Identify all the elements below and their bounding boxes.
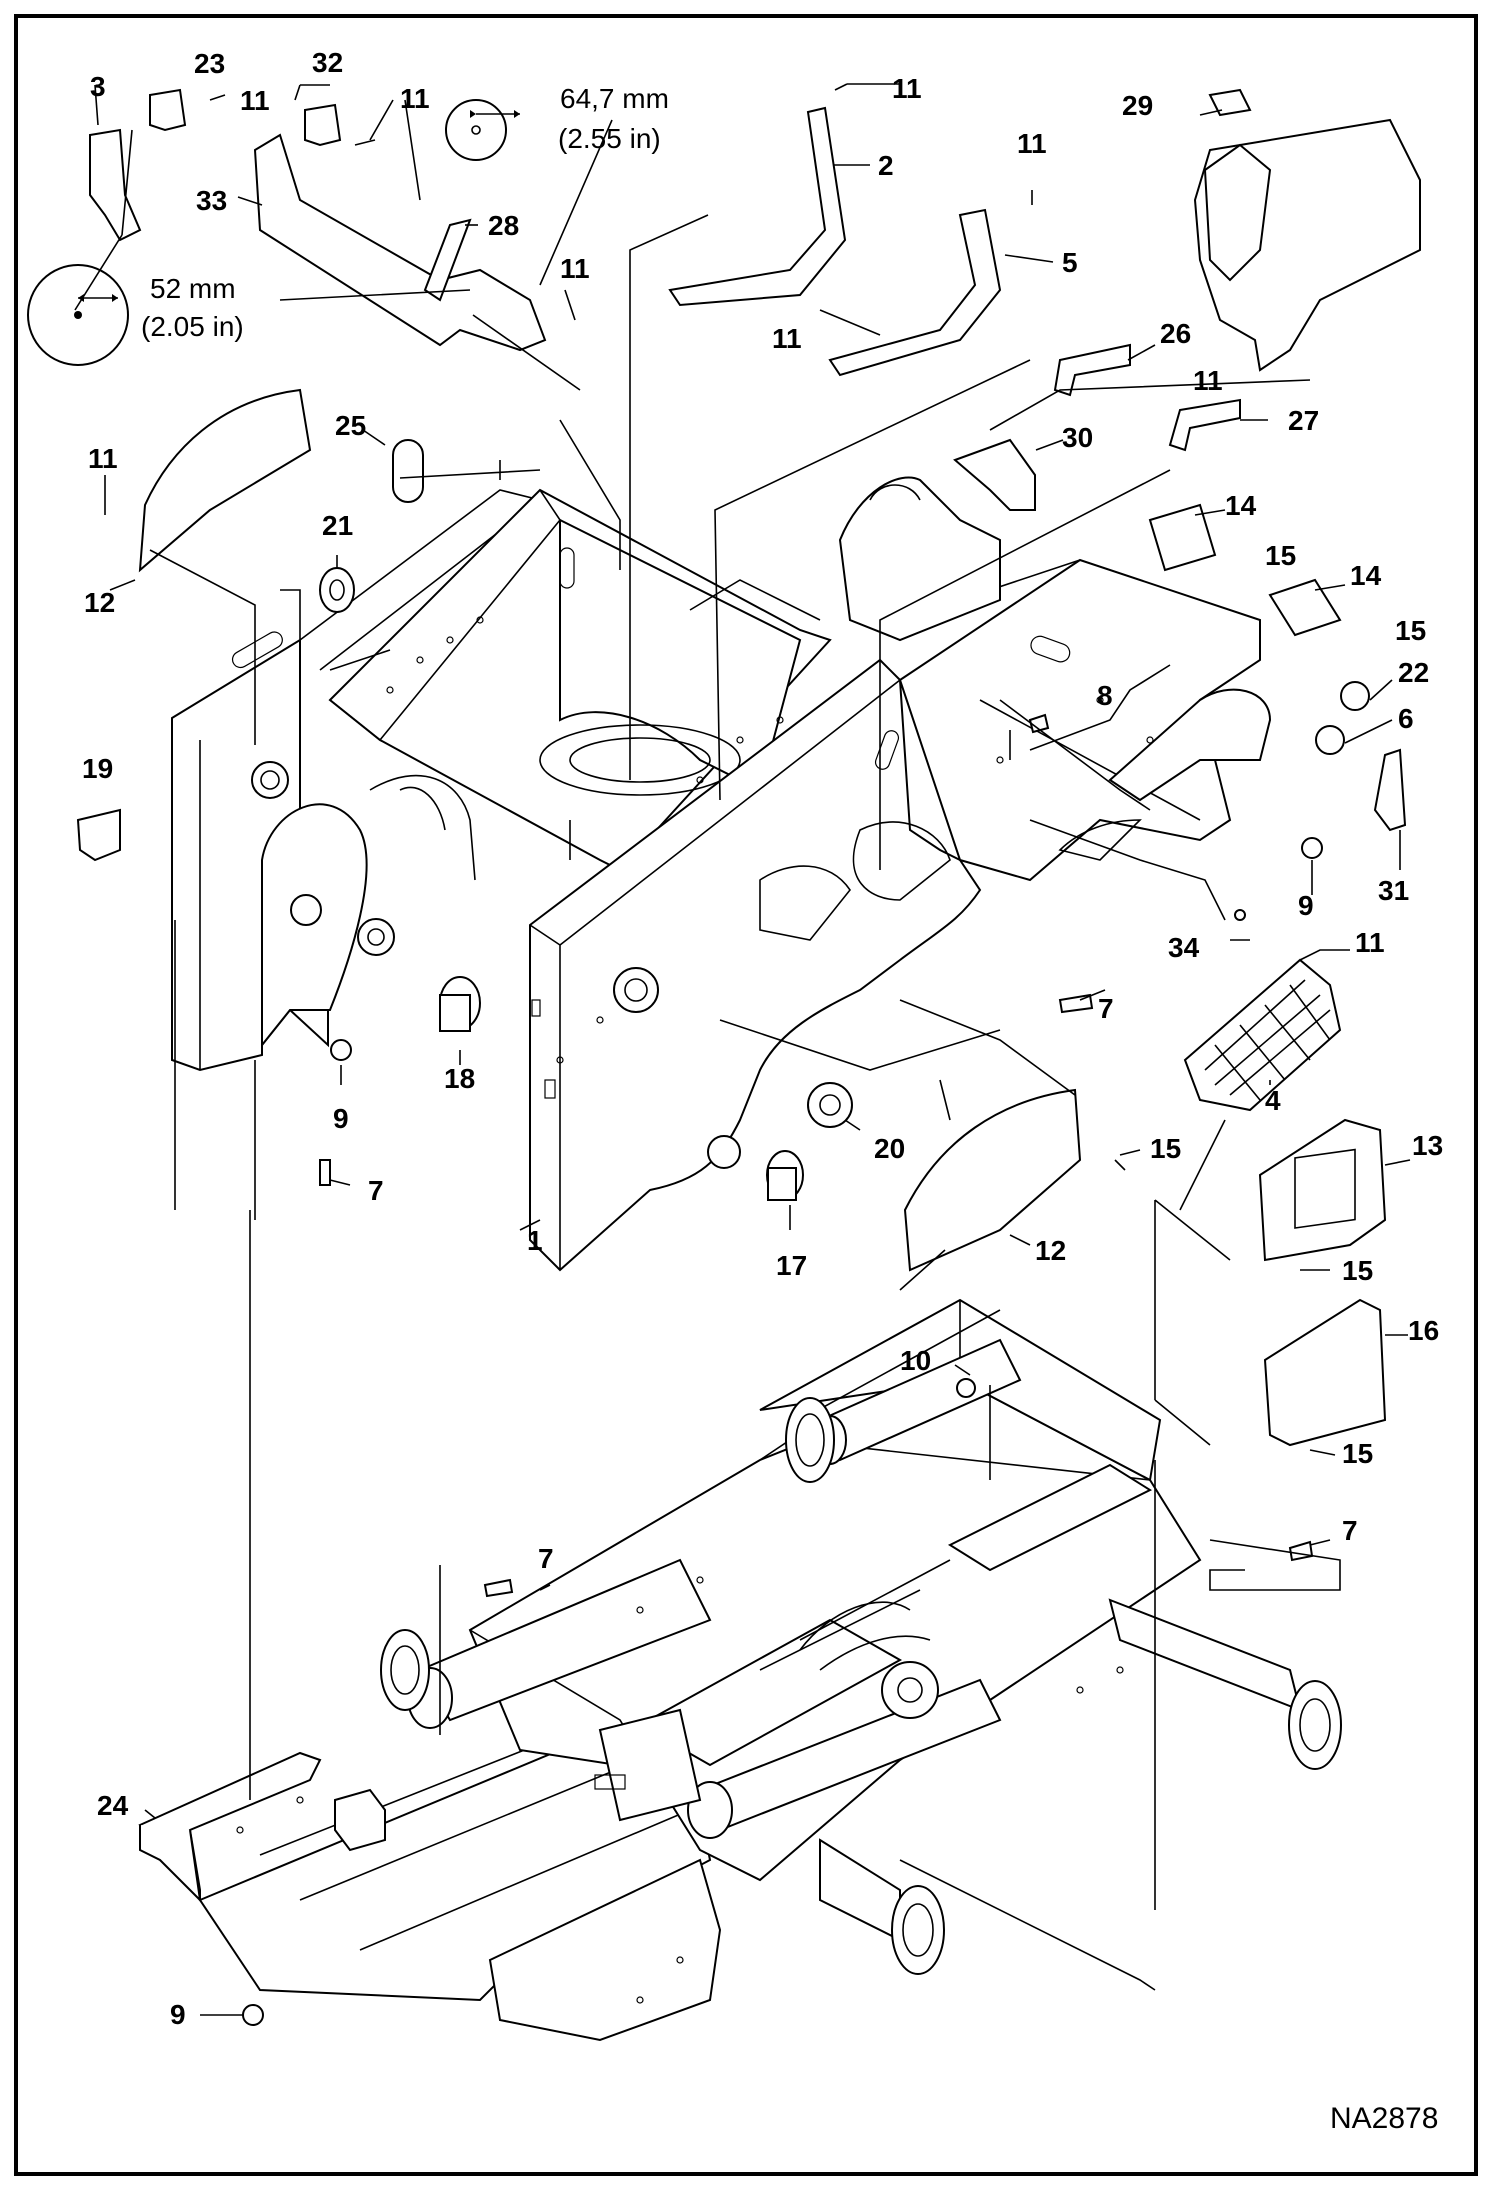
callout-13: 13 (1412, 1130, 1443, 1161)
callout-12b: 12 (1035, 1235, 1066, 1266)
callout-7c: 7 (1342, 1515, 1358, 1546)
callout-2: 2 (878, 150, 894, 181)
callout-32: 32 (312, 47, 343, 78)
callout-34: 34 (1168, 932, 1200, 963)
callout-7a: 7 (1098, 993, 1114, 1024)
callout-15c: 15 (1150, 1133, 1181, 1164)
callout-labels: 1 2 3 4 5 6 7 7 7 7 8 9 9 9 10 11 11 11 … (82, 47, 1443, 2030)
callout-6: 6 (1398, 703, 1414, 734)
callout-9a: 9 (1298, 890, 1314, 921)
callout-20: 20 (874, 1133, 905, 1164)
small-parts-drawing (76, 88, 1421, 2026)
dim-1-metric: 64,7 mm (560, 83, 669, 114)
callout-18: 18 (444, 1063, 475, 1094)
callout-11c: 11 (892, 73, 922, 104)
callout-4: 4 (1265, 1085, 1281, 1116)
callout-1: 1 (527, 1225, 543, 1256)
dim-2-imperial: (2.05 in) (141, 311, 244, 342)
callout-33: 33 (196, 185, 227, 216)
main-frame-drawing (171, 476, 1272, 1272)
callout-15b: 15 (1395, 615, 1426, 646)
callout-11e: 11 (560, 253, 590, 284)
callout-23: 23 (194, 48, 225, 79)
callout-14b: 14 (1350, 560, 1382, 591)
callout-22: 22 (1398, 657, 1429, 688)
callout-9c: 9 (170, 1999, 186, 2030)
callout-11a: 11 (240, 85, 270, 116)
callout-11f: 11 (772, 323, 802, 354)
drawing-reference: NA2878 (1330, 2102, 1438, 2135)
callout-25: 25 (335, 410, 366, 441)
detail-circles (27, 99, 520, 366)
callout-24: 24 (97, 1790, 129, 1821)
callout-3: 3 (90, 71, 106, 102)
callout-29: 29 (1122, 90, 1153, 121)
callout-10: 10 (900, 1345, 931, 1376)
callout-15a: 15 (1265, 540, 1296, 571)
callout-26: 26 (1160, 318, 1191, 349)
callout-9b: 9 (333, 1103, 349, 1134)
dim-2-metric: 52 mm (150, 273, 236, 304)
dim-1-imperial: (2.55 in) (558, 123, 661, 154)
callout-8: 8 (1097, 680, 1113, 711)
leader-lines (74, 83, 1411, 2016)
undercarriage-drawing (138, 1298, 1342, 2042)
callout-7d: 7 (538, 1543, 554, 1574)
callout-11d: 11 (1017, 128, 1047, 159)
callout-16: 16 (1408, 1315, 1439, 1346)
callout-11h: 11 (88, 443, 118, 474)
callout-15e: 15 (1342, 1438, 1373, 1469)
callout-19: 19 (82, 753, 113, 784)
callout-31: 31 (1378, 875, 1409, 906)
callout-11i: 11 (1355, 927, 1385, 958)
callout-11g: 11 (1193, 365, 1223, 396)
callout-21: 21 (322, 510, 353, 541)
dimension-labels: 64,7 mm (2.55 in) 52 mm (2.05 in) (141, 83, 669, 342)
callout-5: 5 (1062, 247, 1078, 278)
callout-12a: 12 (84, 587, 115, 618)
callout-30: 30 (1062, 422, 1093, 453)
callout-7b: 7 (368, 1175, 384, 1206)
callout-14a: 14 (1225, 490, 1257, 521)
callout-28: 28 (488, 210, 519, 241)
callout-17: 17 (776, 1250, 807, 1281)
callout-15d: 15 (1342, 1255, 1373, 1286)
callout-11b: 11 (400, 83, 430, 114)
callout-27: 27 (1288, 405, 1319, 436)
